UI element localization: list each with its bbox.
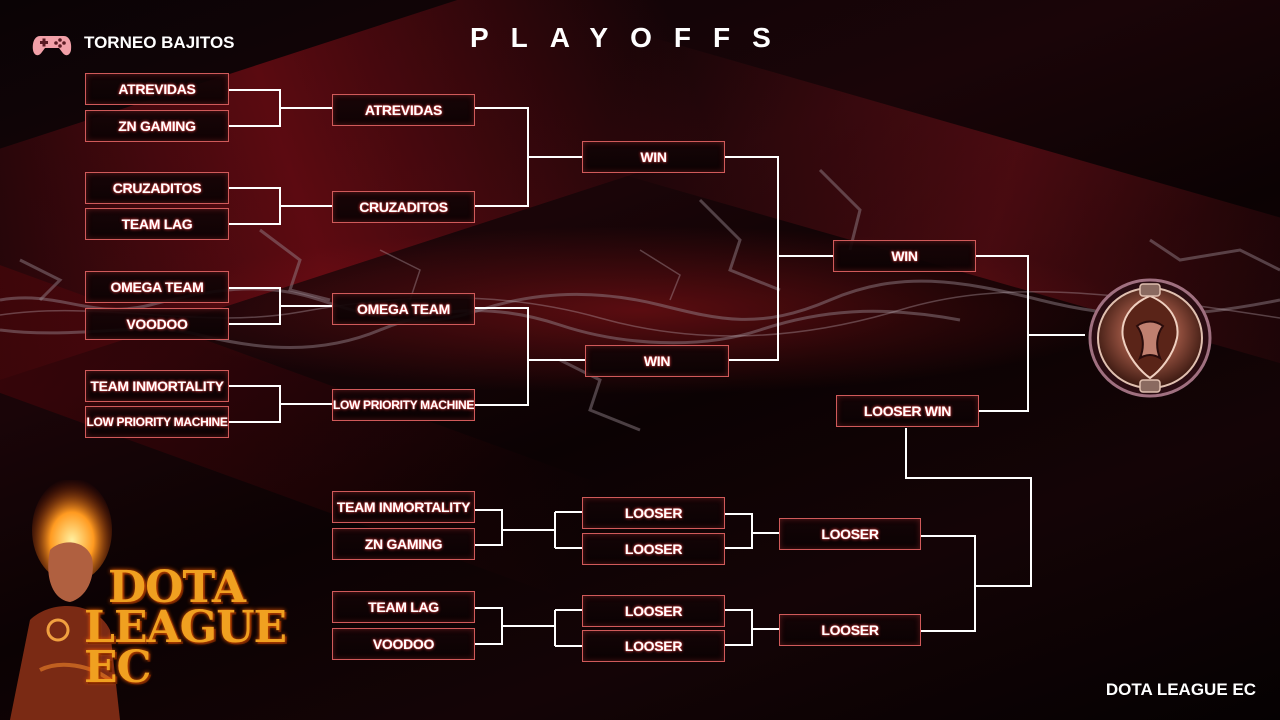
logo-text-line2: LEAGUE EC [84,602,287,693]
bracket-slot-final-lower: LOOSER WIN [836,395,979,427]
bracket-slot-r1-8: LOW PRIORITY MACHINE [85,406,229,438]
lower-slot-r2-4: LOOSER [582,630,725,662]
bracket-slot-sf-1: WIN [582,141,725,173]
bracket-slot-qf-2: CRUZADITOS [332,191,475,223]
tournament-name: TORNEO BAJITOS [84,33,235,52]
aegis-trophy-icon [1088,278,1212,398]
lower-slot-r2-1: LOOSER [582,497,725,529]
bracket-slot-final-upper: WIN [833,240,976,272]
bracket-slot-r1-2: ZN GAMING [85,110,229,142]
bracket-slot-r1-5: OMEGA TEAM [85,271,229,303]
bracket-slot-qf-3: OMEGA TEAM [332,293,475,325]
bracket-slot-r1-4: TEAM LAG [85,208,229,240]
hero-artwork [10,480,120,720]
lower-slot-r1-2: ZN GAMING [332,528,475,560]
bracket-slot-r1-7: TEAM INMORTALITY [85,370,229,402]
logo-text-line1: DOTA [108,562,246,613]
footer-brand: DOTA LEAGUE EC [1105,680,1256,699]
bracket-slot-sf-2: WIN [585,345,729,377]
bracket-slot-r1-3: CRUZADITOS [85,172,229,204]
league-logo: DOTA LEAGUE EC [84,562,298,690]
lower-slot-r1-1: TEAM INMORTALITY [332,491,475,523]
lower-slot-r1-4: VOODOO [332,628,475,660]
lower-slot-r2-2: LOOSER [582,533,725,565]
bracket-slot-qf-1: ATREVIDAS [332,94,475,126]
page-title: PLAYOFFS [470,22,793,53]
lower-slot-r3-2: LOOSER [779,614,921,646]
bracket-slot-r1-6: VOODOO [85,308,229,340]
lower-slot-r1-3: TEAM LAG [332,591,475,623]
lower-slot-r3-1: LOOSER [779,518,921,550]
bracket-slot-r1-1: ATREVIDAS [85,73,229,105]
bracket-slot-qf-4: LOW PRIORITY MACHINE [332,389,475,421]
gamepad-icon [32,36,72,56]
lower-slot-r2-3: LOOSER [582,595,725,627]
